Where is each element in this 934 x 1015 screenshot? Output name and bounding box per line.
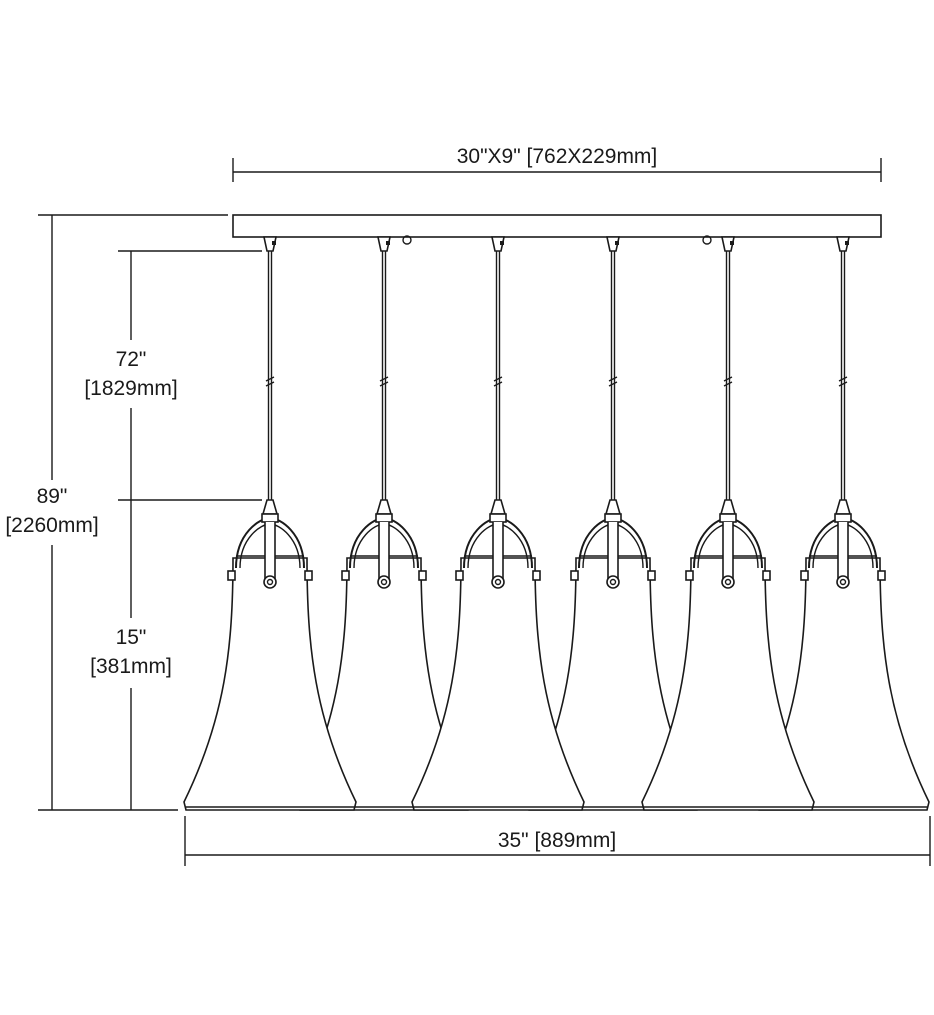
bracket-tab xyxy=(762,570,771,581)
socket-rod xyxy=(492,522,504,581)
socket-cap xyxy=(375,499,393,515)
bracket-tab xyxy=(418,570,427,581)
bulb-tip-inner xyxy=(494,578,502,586)
canopy-screw-hole xyxy=(702,235,712,245)
bulb-tip-inner xyxy=(609,578,617,586)
cord-length-mm-label: [1829mm] xyxy=(84,377,177,400)
pendant xyxy=(756,236,930,811)
cord-connector xyxy=(491,236,505,252)
cord-connector xyxy=(721,236,735,252)
connector-screw xyxy=(845,241,849,245)
canopy-screw-hole xyxy=(402,235,412,245)
connector-screw xyxy=(500,241,504,245)
connector-screw xyxy=(615,241,619,245)
cord-break-mark xyxy=(723,376,733,387)
socket-collar xyxy=(719,513,737,523)
cord-length-dimension: 72" [1829mm] xyxy=(84,250,262,501)
pendant xyxy=(526,236,700,811)
socket-cap xyxy=(489,499,507,515)
cord-break-mark xyxy=(838,376,848,387)
cord-connector xyxy=(836,236,850,252)
socket-cap xyxy=(719,499,737,515)
bulb-tip-inner xyxy=(724,578,732,586)
connector-screw xyxy=(272,241,276,245)
overall-height-in-label: 89" xyxy=(37,485,68,508)
cord-break-mark xyxy=(608,376,618,387)
overall-width-dimension: 35" [889mm] xyxy=(184,816,931,866)
bulb-tip xyxy=(263,575,277,589)
bulb-tip xyxy=(377,575,391,589)
socket-cap xyxy=(261,499,279,515)
socket-rod xyxy=(607,522,619,581)
bulb-tip xyxy=(491,575,505,589)
bracket-tab xyxy=(227,570,236,581)
pendant xyxy=(411,236,585,811)
bracket-tab xyxy=(455,570,464,581)
overall-width-label: 35" [889mm] xyxy=(498,829,616,852)
cord-break-mark xyxy=(493,376,503,387)
socket-cap xyxy=(834,499,852,515)
pendant xyxy=(641,236,815,811)
bracket-tab xyxy=(800,570,809,581)
bracket-tab xyxy=(685,570,694,581)
glass-shade xyxy=(183,557,357,811)
socket-collar xyxy=(834,513,852,523)
glass-shade xyxy=(641,557,815,811)
bulb-tip xyxy=(721,575,735,589)
bracket-tab xyxy=(341,570,350,581)
cord-break-mark xyxy=(265,376,275,387)
cord-connector xyxy=(263,236,277,252)
socket-collar xyxy=(604,513,622,523)
bulb-tip-inner xyxy=(380,578,388,586)
shade-height-dimension: 15" [381mm] xyxy=(90,500,172,810)
socket-cap xyxy=(604,499,622,515)
pendants xyxy=(183,236,930,811)
cord-connector xyxy=(606,236,620,252)
bulb-tip xyxy=(606,575,620,589)
bracket-tab xyxy=(532,570,541,581)
bracket-tab xyxy=(877,570,886,581)
socket-collar xyxy=(261,513,279,523)
pendant xyxy=(183,236,357,811)
canopy-size-label: 30"X9" [762X229mm] xyxy=(457,145,658,168)
connector-screw xyxy=(730,241,734,245)
socket-rod xyxy=(264,522,276,581)
bulb-tip-inner xyxy=(839,578,847,586)
socket-collar xyxy=(375,513,393,523)
socket-rod xyxy=(837,522,849,581)
shade-height-in-label: 15" xyxy=(116,626,147,649)
bracket-tab xyxy=(570,570,579,581)
overall-height-mm-label: [2260mm] xyxy=(5,514,98,537)
socket-rod xyxy=(378,522,390,581)
bracket-tab xyxy=(304,570,313,581)
socket-rod xyxy=(722,522,734,581)
overall-height-dimension: 89" [2260mm] xyxy=(5,214,228,811)
bulb-tip-inner xyxy=(266,578,274,586)
shade-height-mm-label: [381mm] xyxy=(90,655,172,678)
glass-shade xyxy=(411,557,585,811)
glass-shade xyxy=(756,557,930,811)
bulb-tip xyxy=(836,575,850,589)
connector-screw xyxy=(386,241,390,245)
cord-length-in-label: 72" xyxy=(116,348,147,371)
bracket-tab xyxy=(647,570,656,581)
socket-collar xyxy=(489,513,507,523)
canopy-width-dimension: 30"X9" [762X229mm] xyxy=(232,145,882,182)
cord-break-mark xyxy=(379,376,389,387)
canopy xyxy=(232,214,882,245)
cord-connector xyxy=(377,236,391,252)
